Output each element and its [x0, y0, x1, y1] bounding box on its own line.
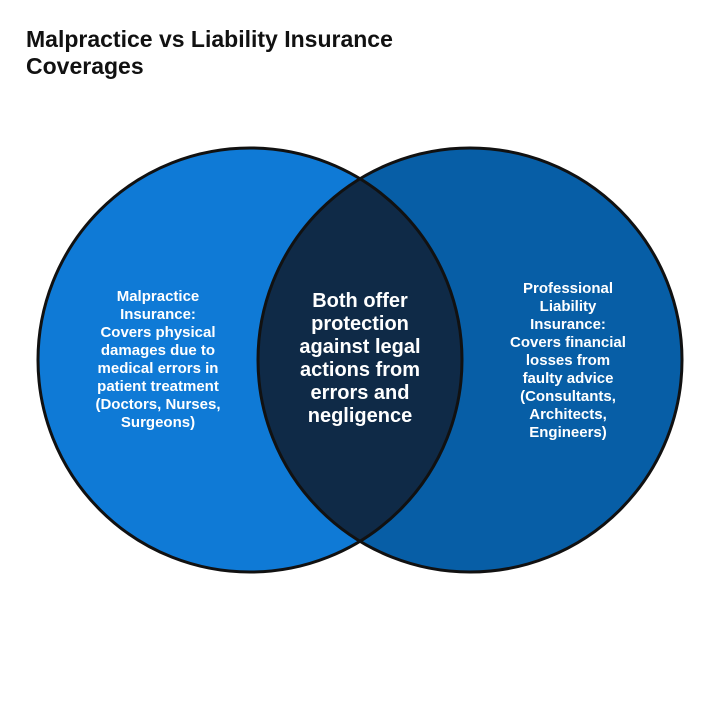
malpractice-label: Malpractice Insurance: Covers physical d…: [95, 288, 221, 431]
overlap-region: [258, 148, 462, 572]
professional-liability-circle-outline: [256, 146, 684, 574]
professional-liability-label: Professional Liability Insurance: Covers…: [510, 280, 626, 441]
diagram-title: Malpractice vs Liability Insurance Cover…: [26, 26, 393, 79]
overlap-label: Both offer protection against legal acti…: [299, 290, 421, 427]
malpractice-circle-outline: [36, 146, 464, 574]
